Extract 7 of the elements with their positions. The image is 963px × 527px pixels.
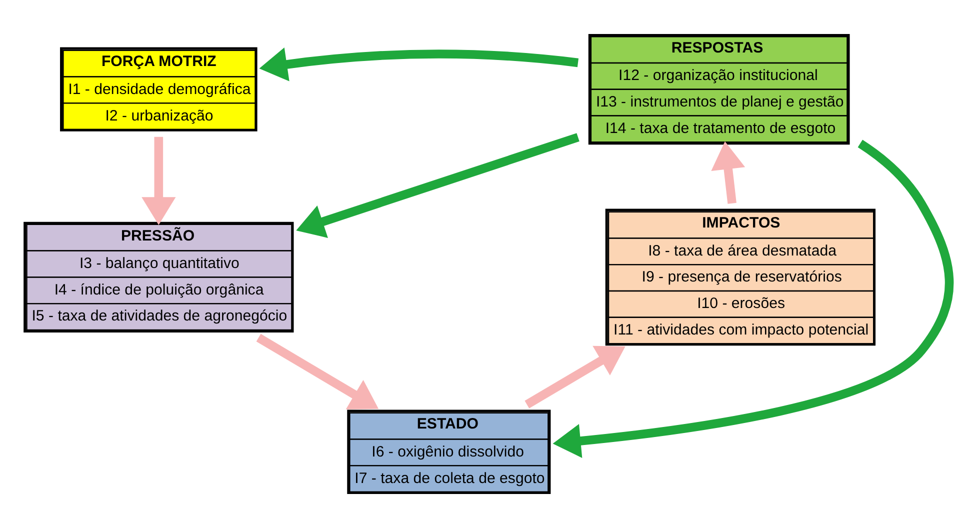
arrow (142, 136, 176, 224)
arrow (711, 140, 746, 204)
arrow (524, 345, 626, 408)
arrow (256, 333, 379, 409)
arrow (259, 46, 578, 81)
arrow (552, 139, 954, 458)
arrow (296, 132, 580, 238)
